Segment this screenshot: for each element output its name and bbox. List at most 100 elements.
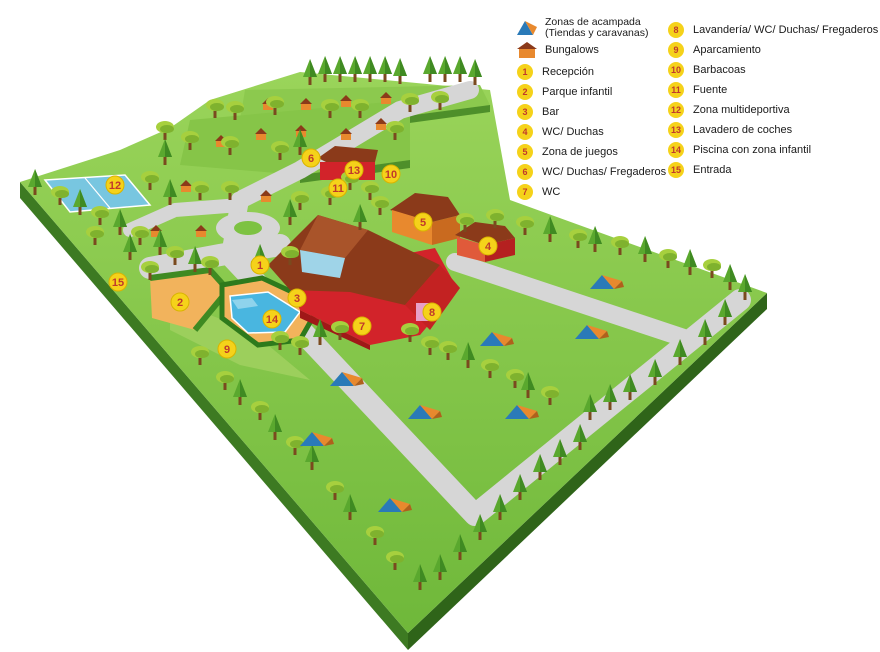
- tree-icon: [648, 359, 662, 385]
- legend-number-badge: 8: [668, 22, 684, 38]
- map-marker-12[interactable]: 12: [105, 175, 125, 195]
- legend-item-label: WC/ Duchas/ Fregaderos: [542, 166, 667, 178]
- tree-icon: [543, 216, 557, 242]
- tree-icon: [481, 359, 499, 378]
- tree-icon: [683, 249, 697, 275]
- tree-icon: [378, 56, 392, 82]
- tree-icon: [271, 141, 289, 160]
- bungalow-icon: [375, 118, 387, 130]
- map-marker-13[interactable]: 13: [344, 160, 364, 180]
- map-marker-4[interactable]: 4: [478, 236, 498, 256]
- tree-icon: [226, 101, 244, 120]
- tree-icon: [166, 246, 184, 265]
- legend-number-badge: 14: [668, 142, 684, 158]
- tree-icon: [363, 56, 377, 82]
- map-marker-10[interactable]: 10: [381, 164, 401, 184]
- tree-icon: [386, 121, 404, 140]
- tent-icon: [575, 325, 609, 339]
- bungalow-icon: [260, 190, 272, 202]
- tree-icon: [321, 99, 339, 118]
- sports-court-line: [84, 177, 111, 209]
- legend-number-badge: 5: [517, 144, 533, 160]
- map-marker-8[interactable]: 8: [422, 302, 442, 322]
- map-marker-15[interactable]: 15: [108, 272, 128, 292]
- map-marker-6[interactable]: 6: [301, 148, 321, 168]
- legend-number-badge: 10: [668, 62, 684, 78]
- map-marker-3[interactable]: 3: [287, 288, 307, 308]
- tree-icon: [439, 341, 457, 360]
- bungalow-icon: [380, 92, 392, 104]
- tree-icon: [216, 371, 234, 390]
- tree-icon: [313, 319, 327, 345]
- tent-icon: [480, 332, 514, 346]
- tree-icon: [191, 346, 209, 365]
- tree-icon: [486, 209, 504, 228]
- tree-icon: [393, 58, 407, 84]
- map-marker-9[interactable]: 9: [217, 339, 237, 359]
- tree-icon: [113, 209, 127, 235]
- legend-bungalows: Bungalows: [515, 41, 599, 59]
- legend-item-label: Zona multideportiva: [693, 104, 790, 116]
- tree-icon: [331, 321, 349, 340]
- legend-item-label: Entrada: [693, 164, 732, 176]
- map-marker-number: 4: [485, 241, 492, 253]
- tent-icon: [590, 275, 624, 289]
- tree-icon: [438, 56, 452, 82]
- tree-icon: [421, 336, 439, 355]
- legend-item-label: Recepción: [542, 66, 594, 78]
- tree-icon: [333, 56, 347, 82]
- tree-icon: [386, 551, 404, 570]
- legend-number-badge: 2: [517, 84, 533, 100]
- tent-icon: [300, 432, 334, 446]
- tree-icon: [718, 299, 732, 325]
- tree-icon: [303, 59, 317, 85]
- tree-icon: [343, 494, 357, 520]
- tree-icon: [181, 131, 199, 150]
- map-marker-number: 7: [359, 321, 365, 333]
- bungalow-cluster: [150, 92, 392, 237]
- tree-icon: [221, 136, 239, 155]
- bungalow-icon: [340, 95, 352, 107]
- map-marker-14[interactable]: 14: [262, 309, 282, 329]
- map-marker-7[interactable]: 7: [352, 316, 372, 336]
- map-marker-number: 5: [420, 217, 426, 229]
- map-marker-number: 14: [266, 314, 279, 326]
- tree-icon: [453, 56, 467, 82]
- legend-bungalows-label: Bungalows: [545, 44, 599, 56]
- tent-icon: [330, 372, 364, 386]
- tree-icon: [153, 229, 167, 255]
- legend-item-label: Aparcamiento: [693, 44, 761, 56]
- tree-icon: [156, 121, 174, 140]
- tree-icon: [348, 56, 362, 82]
- map-marker-number: 3: [294, 293, 300, 305]
- map-marker-1[interactable]: 1: [250, 255, 270, 275]
- tree-icon: [351, 99, 369, 118]
- tree-icon: [251, 401, 269, 420]
- tree-icon: [361, 181, 379, 200]
- bungalow-icon: [517, 42, 537, 58]
- map-marker-number: 9: [224, 344, 230, 356]
- tree-icon: [73, 189, 87, 215]
- pool-kids: [232, 298, 258, 309]
- map-marker-2[interactable]: 2: [170, 292, 190, 312]
- map-marker-5[interactable]: 5: [413, 212, 433, 232]
- road-upper: [446, 253, 699, 349]
- tree-icon: [473, 514, 487, 540]
- tree-icon: [453, 534, 467, 560]
- bungalow-icon: [300, 98, 312, 110]
- tree-icon: [513, 474, 527, 500]
- tree-icon: [283, 199, 297, 225]
- tree-icon: [433, 554, 447, 580]
- legend-number-badge: 3: [517, 104, 533, 120]
- map-marker-11[interactable]: 11: [328, 178, 348, 198]
